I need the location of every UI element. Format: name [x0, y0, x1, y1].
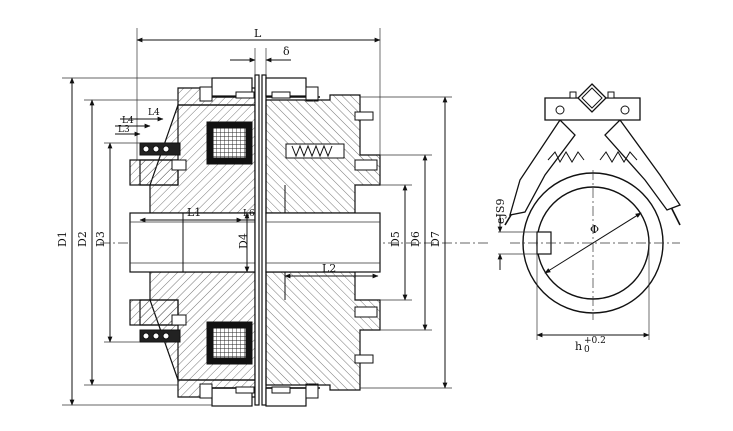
- label-h: h: [575, 340, 582, 353]
- label-D5: D5: [389, 231, 402, 247]
- label-L3: L3: [118, 125, 130, 135]
- spring: [285, 143, 345, 159]
- label-eJS9: eJS9: [494, 199, 507, 224]
- diamond-block: [577, 83, 607, 113]
- right-hub-lower: [265, 271, 381, 391]
- label-D6: D6: [409, 231, 422, 247]
- label-h-tol-upper: +0.2: [584, 336, 606, 346]
- end-view: Φ eJS9 h +0.2 0: [494, 83, 681, 355]
- label-h-tol-lower: 0: [584, 345, 590, 355]
- seal-ring-bottom: [139, 329, 181, 343]
- label-L1: L1: [187, 206, 201, 219]
- left-bore: [129, 212, 256, 273]
- label-D7: D7: [429, 231, 442, 247]
- label-phi: Φ: [590, 223, 599, 236]
- section-view: [100, 74, 490, 407]
- label-D1: D1: [56, 231, 69, 247]
- label-L6: L6: [243, 209, 255, 219]
- clamp-arm-left: [509, 118, 576, 216]
- label-L2: L2: [322, 262, 336, 275]
- label-L: L: [254, 27, 262, 40]
- dimensions: L δ L4 L4 L3 L1 L6 L2 D1 D2: [56, 27, 452, 406]
- label-L4-a: L4: [148, 108, 160, 118]
- clamp-arm-right: [604, 119, 681, 211]
- label-delta: δ: [283, 45, 290, 58]
- seal-ring-top: [139, 142, 181, 156]
- label-D3: D3: [94, 231, 107, 247]
- label-L4-b: L4: [122, 116, 134, 126]
- friction-plate: [254, 74, 260, 406]
- label-D2: D2: [76, 231, 89, 247]
- label-D4: D4: [237, 233, 250, 249]
- right-bore: [265, 212, 381, 273]
